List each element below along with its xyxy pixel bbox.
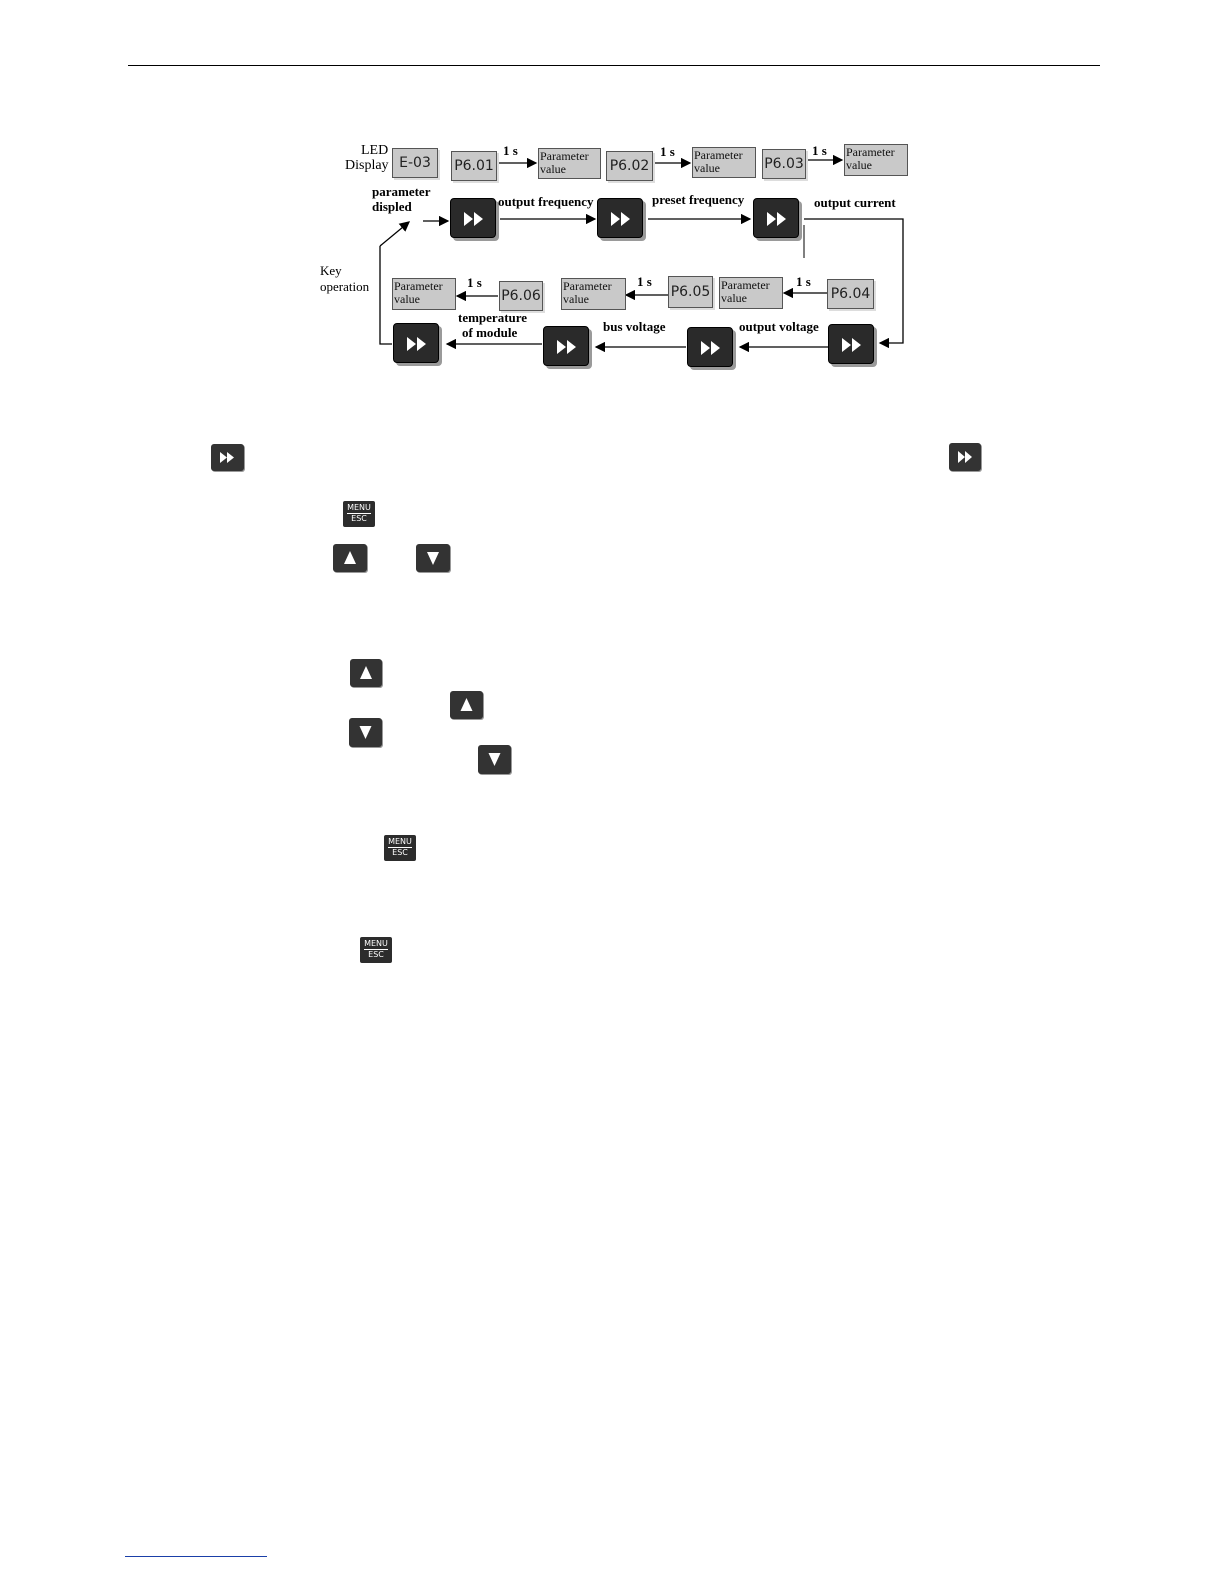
fast-forward-icon [611, 212, 630, 226]
menu-key-label: MENU [364, 939, 388, 950]
interval-label: 1 s [660, 144, 675, 159]
fast-forward-icon [767, 212, 786, 226]
param-value-line2: value [394, 292, 420, 306]
param-code-p6-02: P6.02 [606, 151, 653, 181]
param-value-line1: Parameter [394, 279, 443, 293]
param-value-line1: Parameter [694, 148, 743, 162]
menu-key-label: MENU [388, 837, 412, 848]
interval-label: 1 s [503, 143, 518, 158]
interval-label: 1 s [812, 143, 827, 158]
shift-key [753, 198, 799, 238]
menu-esc-key-icon: MENU ESC [343, 501, 375, 527]
display-label: Display [345, 158, 389, 173]
up-arrow-key-icon [450, 691, 483, 719]
temperature-label-2: of module [462, 325, 518, 340]
menu-key-label: MENU [347, 503, 371, 514]
parameter-value-box: Parameter value [538, 148, 601, 179]
bus-voltage-label: bus voltage [603, 319, 666, 334]
fast-forward-icon [407, 337, 426, 351]
param-code-p6-06: P6.06 [499, 281, 543, 311]
preset-frequency-label: preset frequency [652, 192, 745, 207]
shift-key-icon [211, 444, 244, 471]
parameter-value-box: Parameter value [392, 278, 456, 310]
key-operation-label: Key [320, 263, 342, 278]
param-value-line1: Parameter [563, 279, 612, 293]
menu-esc-key-icon: MENU ESC [384, 835, 416, 861]
param-value-line2: value [721, 291, 747, 305]
param-code-p6-03: P6.03 [762, 149, 806, 179]
shift-key [828, 324, 874, 364]
parameter-displayed-label: parameter [372, 184, 431, 199]
fast-forward-icon [842, 338, 861, 352]
led-label: LED [361, 143, 389, 158]
shift-key-icon [949, 443, 981, 471]
param-code-p6-01: P6.01 [451, 151, 497, 181]
param-code-p6-04: P6.04 [827, 279, 874, 309]
esc-key-label: ESC [351, 514, 367, 523]
interval-label: 1 s [637, 274, 652, 289]
param-value-line2: value [540, 162, 566, 176]
param-value-line2: value [694, 161, 720, 175]
footer-link-rule [125, 1556, 267, 1557]
up-arrow-key-icon [350, 659, 382, 687]
output-voltage-label: output voltage [739, 319, 819, 334]
shift-key [450, 198, 496, 238]
error-code-display: E-03 [392, 148, 438, 178]
param-value-line1: Parameter [846, 145, 895, 159]
shift-key [543, 326, 589, 366]
header-rule [128, 65, 1100, 66]
down-arrow-key-icon [478, 745, 511, 774]
shift-key [687, 327, 733, 367]
fast-forward-icon [701, 341, 720, 355]
temperature-label: temperature [458, 310, 528, 325]
param-value-line1: Parameter [540, 149, 589, 163]
interval-label: 1 s [467, 275, 482, 290]
param-code-p6-05: P6.05 [668, 276, 713, 308]
parameter-display-diagram: LED Display E-03 P6.01 1 s Parameter val… [0, 0, 1224, 420]
parameter-value-box: Parameter value [719, 277, 783, 309]
shift-key [597, 198, 643, 238]
param-value-line2: value [563, 292, 589, 306]
down-arrow-key-icon [349, 718, 382, 747]
fast-forward-icon [557, 340, 576, 354]
diagram-connectors [379, 154, 904, 353]
parameter-displayed-label-2: displed [372, 199, 412, 214]
key-operation-label-2: operation [320, 279, 370, 294]
esc-key-label: ESC [392, 848, 408, 857]
up-arrow-key-icon [333, 544, 367, 572]
menu-esc-key-icon: MENU ESC [360, 937, 392, 963]
shift-key [393, 323, 439, 363]
fast-forward-icon [464, 212, 483, 226]
output-current-label: output current [814, 195, 896, 210]
esc-key-label: ESC [368, 950, 384, 959]
output-frequency-label: output frequency [498, 194, 594, 209]
interval-label: 1 s [796, 274, 811, 289]
parameter-value-box: Parameter value [692, 147, 756, 178]
param-value-line2: value [846, 158, 872, 172]
parameter-value-box: Parameter value [844, 144, 908, 176]
param-value-line1: Parameter [721, 278, 770, 292]
parameter-value-box: Parameter value [561, 278, 626, 310]
down-arrow-key-icon [416, 544, 450, 572]
